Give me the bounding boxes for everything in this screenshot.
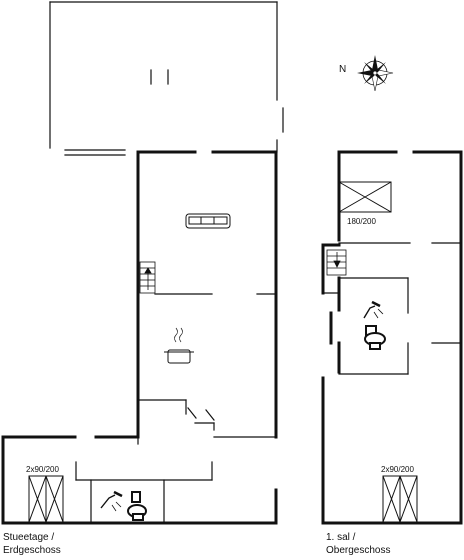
stove-pot-icon [164, 327, 194, 364]
upper-floor-label-2: Obergeschoss [326, 545, 391, 556]
upper-shower-icon [363, 300, 384, 319]
upper-floor-label-1: 1. sal / [326, 532, 356, 543]
stairs-up-icon [139, 261, 156, 294]
terrace-outline [49, 1, 284, 156]
upper-bed-label: 2x90/200 [381, 465, 414, 474]
upper-double-bed-icon [338, 181, 392, 213]
stairs-down-icon [326, 249, 347, 276]
ground-bed-icon [28, 475, 64, 523]
upper-floor-interior [322, 242, 462, 375]
north-label: N [339, 64, 347, 75]
compass-icon [357, 55, 394, 92]
sofa-icon [185, 213, 231, 229]
upper-floor-walls [321, 150, 463, 525]
upper-double-bed-label: 180/200 [347, 217, 376, 226]
ground-floor-interior [75, 293, 277, 524]
ground-floor-label-1: Stueetage / [3, 532, 55, 543]
upper-bed-icon [382, 475, 418, 523]
upper-toilet-icon [364, 325, 386, 350]
ground-shower-icon [100, 490, 123, 512]
ground-floor-label-2: Erdgeschoss [3, 545, 61, 556]
ground-bed-label: 2x90/200 [26, 465, 59, 474]
ground-toilet-icon [127, 491, 147, 521]
